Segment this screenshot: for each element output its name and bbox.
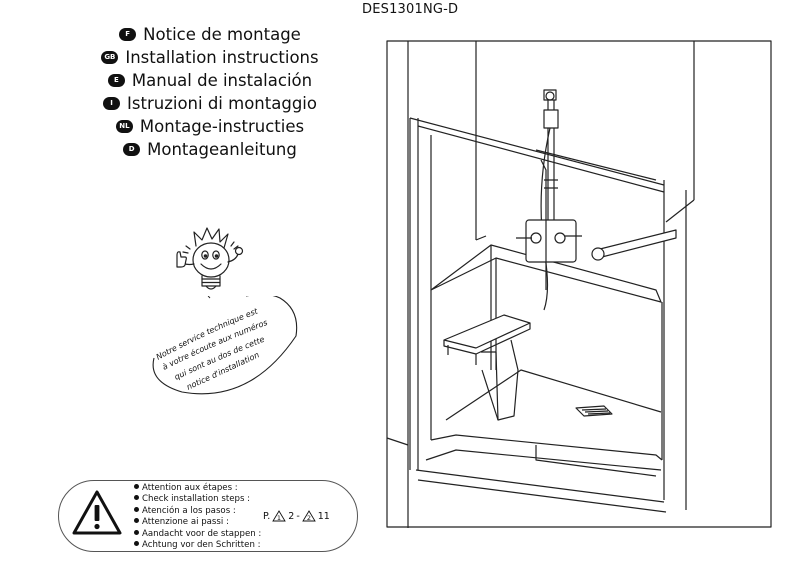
language-title-gb: GB Installation instructions [60, 45, 360, 69]
bullet-icon [134, 529, 139, 535]
language-title-nl: NL Montage-instructies [60, 114, 360, 138]
language-title-text: Notice de montage [143, 24, 301, 44]
end-page: 11 [317, 510, 330, 522]
step-warning-item: Attention aux étapes : [134, 483, 261, 494]
installation-steps-box: Attention aux étapes : Check installatio… [58, 480, 358, 552]
bullet-icon [134, 506, 139, 512]
svg-text:1: 1 [277, 514, 281, 522]
language-badge-nl: NL [115, 119, 133, 133]
bullet-icon [134, 495, 139, 501]
step-warning-item: Aandacht voor de stappen : [134, 529, 261, 540]
page-range: P. 1 2 - 2 11 [262, 510, 331, 522]
language-title-de: D Montageanleitung [60, 137, 360, 161]
step-triangle-icon: 1 [272, 510, 287, 522]
language-badge-gb: GB [101, 50, 119, 64]
step-warning-item: Achtung vor den Schritten : [134, 540, 261, 551]
language-badge-it: I [103, 96, 121, 110]
language-title-fr: F Notice de montage [60, 22, 360, 46]
document-code: DES1301NG-D [362, 2, 459, 17]
language-title-text: Installation instructions [125, 47, 319, 67]
language-title-text: Montageanleitung [147, 139, 297, 159]
bullet-icon [134, 541, 139, 547]
language-badge-fr: F [119, 27, 137, 41]
bullet-icon [134, 518, 139, 524]
language-title-text: Montage-instructies [139, 116, 305, 136]
step-warning-item: Attenzione ai passi : [134, 517, 261, 528]
language-title-it: I Istruzioni di montaggio [60, 91, 360, 115]
svg-text:2: 2 [307, 514, 311, 522]
step-warning-item: Check installation steps : [134, 494, 261, 505]
bullet-icon [134, 484, 139, 489]
page-separator: - [296, 510, 300, 522]
language-title-es: E Manual de instalación [60, 68, 360, 92]
step-warning-list: Attention aux étapes : Check installatio… [134, 483, 261, 551]
language-title-text: Istruzioni di montaggio [127, 93, 317, 113]
language-title-text: Manual de instalación [131, 70, 313, 90]
warning-triangle-icon [72, 490, 122, 535]
start-page: 2 [288, 510, 295, 522]
step-warning-item: Atención a los pasos : [134, 506, 261, 517]
pages-prefix: P. [263, 510, 271, 522]
service-note-bubble: Notre service technique est à votre écou… [152, 296, 298, 395]
language-badge-es: E [107, 73, 125, 87]
language-badge-de: D [123, 142, 141, 156]
shower-enclosure-illustration [386, 40, 772, 528]
step-triangle-icon: 2 [301, 510, 316, 522]
lightbulb-mascot-icon [176, 227, 244, 290]
